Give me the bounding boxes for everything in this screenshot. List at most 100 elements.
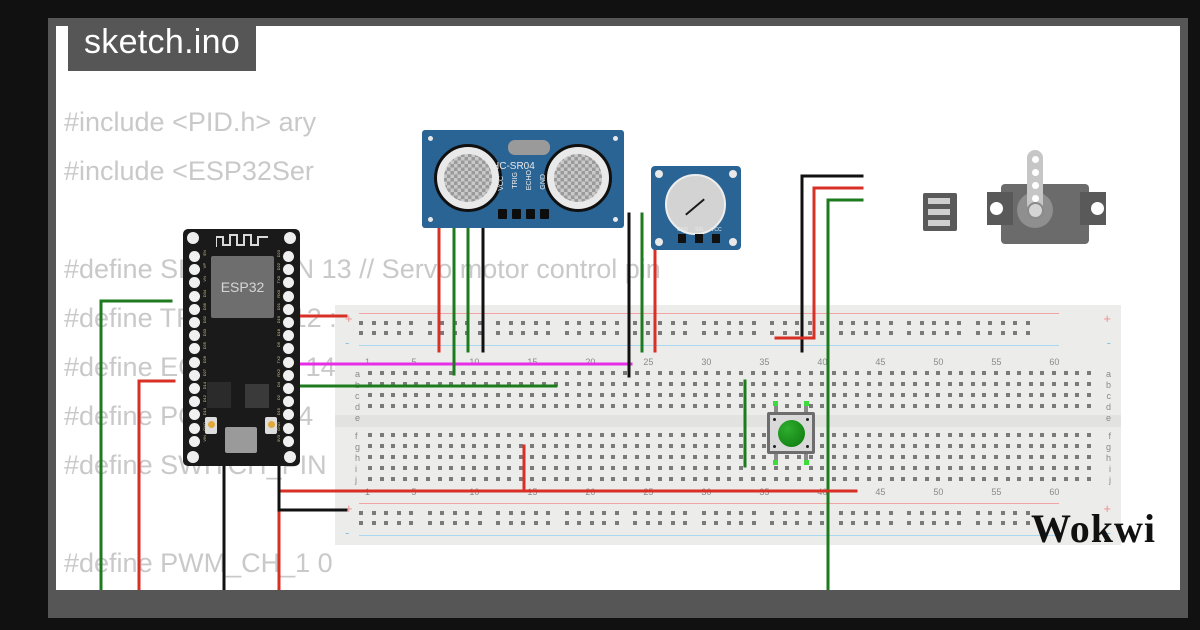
diagram-canvas[interactable]: #include <PID.h> ary #include <ESP32Ser … bbox=[56, 26, 1180, 590]
component-servo-motor[interactable] bbox=[923, 150, 1106, 244]
esp32-pin-rx0[interactable] bbox=[283, 290, 294, 302]
esp32-pin-d22[interactable] bbox=[283, 264, 294, 276]
esp32-pin-label: D5 bbox=[276, 342, 281, 348]
esp32-pin-tx2[interactable] bbox=[283, 356, 294, 368]
code-line: #define PWM_CH_1 0 bbox=[64, 548, 333, 578]
breadboard-column-number: 20 bbox=[585, 357, 596, 367]
breadboard-hole-row[interactable] bbox=[368, 433, 1091, 437]
pin-label-gnd: GND bbox=[677, 227, 689, 233]
esp32-pin-d13[interactable] bbox=[189, 409, 200, 421]
breadboard-row-label: a bbox=[355, 369, 361, 379]
esp32-pin-label: D15 bbox=[276, 408, 281, 416]
esp32-pin-d14[interactable] bbox=[189, 383, 200, 394]
mounting-hole bbox=[611, 215, 620, 224]
power-rail-line-negative bbox=[359, 535, 1059, 536]
esp32-pin-d33[interactable] bbox=[189, 330, 200, 342]
esp32-pin-d18[interactable] bbox=[283, 330, 294, 342]
breadboard-hole-row[interactable] bbox=[368, 455, 1091, 459]
breadboard-rail-holes-top-positive[interactable] bbox=[359, 321, 1030, 325]
breadboard-hole-row[interactable] bbox=[368, 466, 1091, 470]
servo-connector[interactable] bbox=[923, 193, 957, 231]
esp32-pin-label: D2 bbox=[276, 395, 281, 401]
mounting-hole bbox=[426, 134, 435, 143]
esp32-pin-label: D12 bbox=[202, 395, 207, 403]
potentiometer-knob[interactable] bbox=[665, 174, 726, 235]
servo-screw-icon bbox=[1027, 202, 1044, 219]
esp32-pin-d34[interactable] bbox=[189, 290, 200, 302]
pin-vcc[interactable] bbox=[712, 234, 720, 243]
esp32-pin-d23[interactable] bbox=[283, 251, 294, 262]
pin-label-vcc: VCC bbox=[711, 227, 722, 233]
esp32-pin-label: D23 bbox=[276, 250, 281, 258]
esp32-pin-label: TX0 bbox=[276, 276, 281, 284]
esp32-pin-d21[interactable] bbox=[283, 303, 294, 315]
button-cap[interactable] bbox=[778, 420, 805, 447]
esp32-pin-rx2[interactable] bbox=[283, 369, 294, 381]
esp32-pin-d2[interactable] bbox=[283, 396, 294, 408]
breadboard-column-number: 10 bbox=[469, 487, 480, 497]
esp32-pin-d5[interactable] bbox=[283, 343, 294, 355]
component-pushbutton[interactable] bbox=[767, 401, 815, 465]
pin-trig[interactable] bbox=[512, 209, 521, 219]
breadboard-hole-row[interactable] bbox=[368, 477, 1091, 481]
button-leg-tip bbox=[804, 401, 809, 406]
esp32-pin-label: VIN bbox=[202, 434, 207, 442]
breadboard-hole-row[interactable] bbox=[368, 444, 1091, 448]
wokwi-logo: Wokwi bbox=[1030, 506, 1156, 551]
esp32-pin-3v3[interactable] bbox=[283, 435, 294, 447]
code-line: #define SERVO_PIN 13 // Servo motor cont… bbox=[64, 254, 661, 284]
pin-gnd[interactable] bbox=[678, 234, 686, 243]
esp32-pin-gnd[interactable] bbox=[189, 422, 200, 434]
pin-vcc[interactable] bbox=[498, 209, 507, 219]
breadboard-column-number: 60 bbox=[1049, 357, 1060, 367]
esp32-pin-en[interactable] bbox=[189, 251, 200, 262]
ultrasonic-transmitter bbox=[434, 144, 502, 212]
esp32-pin-d25[interactable] bbox=[189, 343, 200, 355]
pin-echo[interactable] bbox=[526, 209, 535, 219]
esp32-pin-gnd[interactable] bbox=[283, 422, 294, 434]
breadboard-rail-marker-positive: + bbox=[1103, 311, 1111, 326]
esp32-pin-d19[interactable] bbox=[283, 317, 294, 328]
esp32-pin-d32[interactable] bbox=[189, 317, 200, 328]
esp32-pin-vp[interactable] bbox=[189, 264, 200, 276]
mounting-hole bbox=[729, 170, 737, 178]
breadboard-row-label: c bbox=[1106, 391, 1112, 401]
esp32-pin-label: TX2 bbox=[276, 355, 281, 363]
esp32-pin-d27[interactable] bbox=[189, 369, 200, 381]
breadboard-column-number: 5 bbox=[411, 487, 417, 497]
breadboard-rail-holes-top-negative[interactable] bbox=[359, 331, 1030, 335]
esp32-pin-tx0[interactable] bbox=[283, 277, 294, 289]
esp32-pin-d15[interactable] bbox=[283, 409, 294, 421]
esp32-pin-d26[interactable] bbox=[189, 356, 200, 368]
pin-sig[interactable] bbox=[695, 234, 703, 243]
breadboard-rail-holes-bottom-positive[interactable] bbox=[359, 511, 1030, 515]
component-potentiometer[interactable]: GND SIG VCC bbox=[651, 166, 741, 250]
breadboard-rail-marker-negative: - bbox=[1106, 525, 1111, 540]
button-base[interactable] bbox=[767, 412, 815, 454]
button-leg bbox=[804, 404, 808, 416]
esp32-pin-vin[interactable] bbox=[189, 435, 200, 447]
potentiometer-pin-header[interactable] bbox=[678, 234, 720, 243]
esp32-pin-vn[interactable] bbox=[189, 277, 200, 289]
led-indicator bbox=[265, 417, 277, 434]
breadboard-hole-row[interactable] bbox=[368, 404, 1091, 408]
esp32-pin-d4[interactable] bbox=[283, 383, 294, 394]
esp32-pin-d12[interactable] bbox=[189, 396, 200, 408]
breadboard-row-label: g bbox=[355, 442, 361, 452]
ultrasonic-pin-header[interactable] bbox=[498, 209, 549, 219]
esp32-pin-d35[interactable] bbox=[189, 303, 200, 315]
pin-gnd[interactable] bbox=[540, 209, 549, 219]
breadboard-hole-row[interactable] bbox=[368, 382, 1091, 386]
breadboard-rail-marker-positive: + bbox=[345, 311, 353, 326]
breadboard-rail-holes-bottom-negative[interactable] bbox=[359, 521, 1030, 525]
breadboard-hole-row[interactable] bbox=[368, 393, 1091, 397]
breadboard-column-number: 45 bbox=[875, 357, 886, 367]
servo-horn[interactable] bbox=[1027, 150, 1043, 212]
component-ultrasonic-sensor[interactable]: HC-SR04 VCC TRIG ECHO GND bbox=[422, 130, 624, 228]
esp32-pin-label: RX2 bbox=[276, 368, 281, 377]
breadboard-row-label: f bbox=[1108, 431, 1111, 441]
mounting-hole bbox=[426, 215, 435, 224]
breadboard-hole-row[interactable] bbox=[368, 371, 1091, 375]
